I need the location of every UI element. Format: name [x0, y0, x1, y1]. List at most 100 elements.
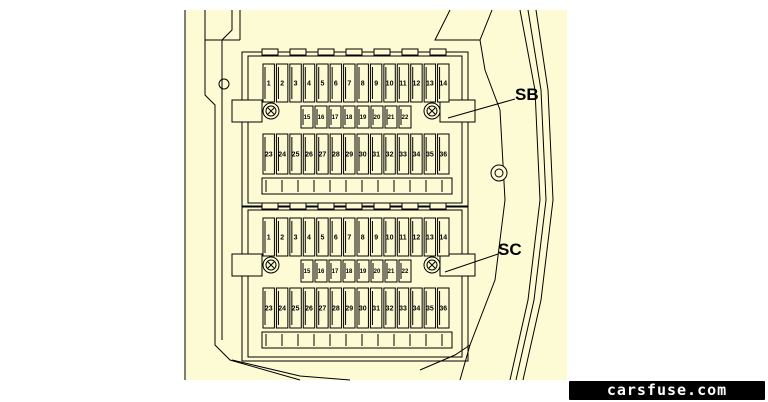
top-bracket [434, 9, 493, 41]
fuse-number: 10 [386, 80, 394, 87]
fuse-number: 36 [439, 151, 447, 158]
fuse-number: 30 [359, 305, 367, 312]
connector-tab [289, 48, 307, 56]
fuse-number: 22 [402, 115, 409, 121]
fuse-number: 6 [334, 234, 338, 241]
fuse-number: 11 [399, 80, 407, 87]
fuse-number: 16 [318, 115, 325, 121]
fuse-number: 29 [345, 305, 353, 312]
fuse-number: 5 [320, 80, 324, 87]
fuse-top-row [302, 217, 316, 257]
callout-leader-sb [447, 98, 516, 119]
right-outer-contour-3 [522, 9, 554, 381]
fuse-middle-row [314, 259, 328, 283]
fuse-number: 18 [346, 115, 353, 121]
fuse-number: 23 [265, 151, 273, 158]
fuse-number: 29 [345, 151, 353, 158]
fuse-number: 16 [318, 269, 325, 275]
connector-tab [429, 48, 447, 56]
fuse-top-row [396, 63, 410, 103]
fuse-number: 18 [346, 269, 353, 275]
fuse-number: 15 [304, 115, 311, 121]
bottom-right-trim [419, 344, 471, 371]
fuse-number: 7 [347, 80, 351, 87]
connector-tab [401, 202, 419, 210]
fuse-top-row [410, 217, 423, 257]
screw-icon-cross [428, 261, 436, 269]
connector-tab [373, 202, 391, 210]
fuse-top-row [275, 63, 289, 103]
housing-inner-edge [204, 10, 301, 381]
fuse-top-row [437, 217, 450, 257]
mounting-hole [218, 78, 230, 90]
mounting-bracket-right [439, 253, 476, 277]
fuse-number: 1 [267, 234, 271, 241]
fuse-top-row [316, 63, 329, 103]
fuse-number: 1 [267, 80, 271, 87]
right-inner-contour [459, 39, 506, 381]
mounting-bracket-left [231, 253, 263, 277]
fuse-top-row [356, 217, 369, 257]
connector-tab [289, 202, 307, 210]
fuse-top-row [329, 63, 343, 103]
fuse-number: 11 [399, 234, 407, 241]
screw-icon-ring [265, 105, 277, 117]
fuse-number: 4 [307, 80, 311, 87]
fuse-number: 8 [361, 80, 365, 87]
fuse-number: 34 [413, 305, 421, 312]
fuse-middle-row [328, 259, 342, 283]
fuse-bottom-row [262, 133, 275, 175]
right-outer-contour-1 [509, 9, 541, 381]
fuse-number: 27 [319, 151, 327, 158]
connector-tab [261, 48, 279, 56]
fuse-number: 24 [278, 151, 286, 158]
screw-icon-cross [267, 261, 275, 269]
fuse-top-row [262, 63, 275, 103]
fuse-top-row [289, 217, 302, 257]
fuse-bottom-row [423, 287, 437, 329]
fuse-bottom-row [396, 133, 410, 175]
fuse-block-inner-frame [247, 209, 463, 358]
fuse-middle-row [370, 259, 384, 283]
fuse-number: 32 [386, 305, 394, 312]
fuse-middle-row [384, 105, 398, 129]
fuse-number: 26 [305, 305, 313, 312]
fuse-number: 17 [332, 269, 339, 275]
fuse-number: 14 [439, 80, 447, 87]
fuse-top-row [369, 63, 383, 103]
fuse-number: 36 [439, 305, 447, 312]
fuse-bottom-row [316, 287, 329, 329]
fuse-number: 23 [265, 305, 273, 312]
fuse-top-row [383, 63, 396, 103]
fuse-bottom-row [383, 287, 396, 329]
screw-icon-cross [428, 107, 436, 115]
fuse-number: 31 [372, 151, 380, 158]
mounting-bracket-right [439, 99, 476, 123]
right-outer-contour-2 [515, 9, 547, 381]
housing-bottom-curve [231, 359, 351, 381]
fuse-bottom-row [437, 287, 450, 329]
fuse-top-row [423, 217, 437, 257]
fuse-number: 33 [399, 305, 407, 312]
fuse-top-row [356, 63, 369, 103]
housing-trim-line [221, 10, 233, 340]
fuse-number: 14 [439, 234, 447, 241]
connector-tab [401, 48, 419, 56]
fuse-number: 25 [292, 305, 300, 312]
fuse-bottom-row [302, 133, 316, 175]
fuse-number: 6 [334, 80, 338, 87]
fuse-number: 34 [413, 151, 421, 158]
fuse-bottom-row [316, 133, 329, 175]
fuse-top-row [329, 217, 343, 257]
fuse-number: 26 [305, 151, 313, 158]
fuse-number: 13 [426, 80, 434, 87]
fuse-number: 27 [319, 305, 327, 312]
fuse-number: 28 [332, 305, 340, 312]
fuse-middle-row [384, 259, 398, 283]
fuse-bottom-row [329, 287, 343, 329]
fuse-middle-row [398, 259, 412, 283]
fuse-number: 5 [320, 234, 324, 241]
fuse-bottom-row [437, 133, 450, 175]
fuse-number: 2 [280, 234, 284, 241]
fuse-number: 19 [360, 269, 367, 275]
